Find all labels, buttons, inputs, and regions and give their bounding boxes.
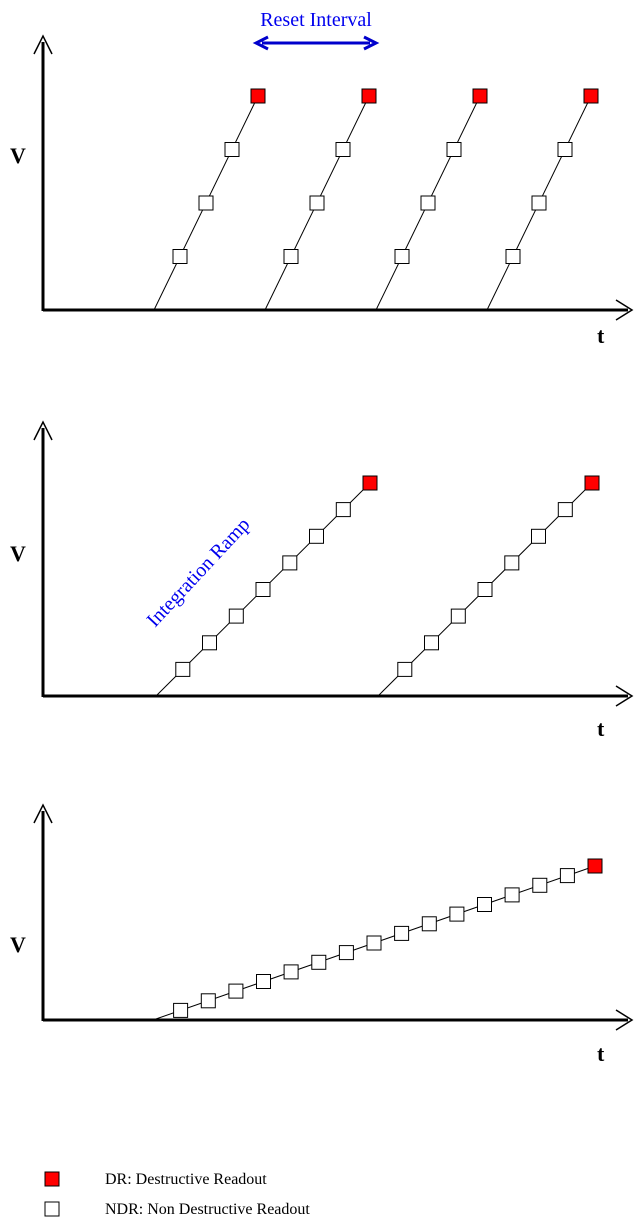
panel2-x-arrowhead [615, 685, 634, 707]
panel3-ramps [152, 858, 603, 1021]
ndr-marker [309, 528, 324, 544]
dr-marker [472, 88, 488, 104]
ndr-marker [283, 249, 299, 264]
panel2-y-arrowhead [33, 420, 53, 441]
legend-dr-swatch [44, 1171, 60, 1187]
dr-marker [587, 858, 603, 874]
dr-marker [361, 88, 377, 104]
ndr-marker [228, 983, 244, 999]
ndr-marker [450, 608, 466, 624]
ndr-marker [532, 877, 548, 893]
ndr-marker [335, 142, 351, 157]
legend-dr-label: DR: Destructive Readout [105, 1171, 267, 1188]
legend-ndr-swatch [44, 1201, 60, 1217]
ndr-marker [202, 635, 217, 651]
ndr-marker [557, 142, 573, 157]
panel1-x-label: t [597, 323, 605, 348]
ndr-marker [338, 945, 354, 961]
ndr-marker [309, 195, 325, 211]
ndr-marker [200, 993, 216, 1009]
ndr-marker [505, 249, 521, 264]
panel3-x-label: t [597, 1041, 605, 1066]
panel1-ramps [153, 88, 599, 311]
dr-marker [250, 88, 266, 104]
ndr-marker [421, 916, 437, 932]
ndr-marker [198, 195, 214, 211]
reset-interval-label: Reset Interval [260, 9, 372, 31]
panel1-x-arrowhead [615, 299, 634, 321]
ndr-marker [256, 974, 271, 989]
ndr-marker [477, 897, 492, 912]
ndr-marker [559, 868, 575, 884]
panel1-y-arrowhead [33, 34, 53, 55]
ndr-marker [446, 142, 462, 157]
panel3-y-arrowhead [33, 803, 53, 824]
panel-frequent-reset: V t Reset Interval [10, 9, 634, 348]
panel2-ramps [155, 475, 600, 697]
dr-marker [584, 475, 600, 491]
ndr-marker [531, 195, 547, 211]
ndr-marker [424, 635, 439, 651]
dr-marker [583, 88, 599, 104]
legend-ndr-label: NDR: Non Destructive Readout [105, 1201, 310, 1218]
ndr-marker [335, 502, 351, 518]
ndr-marker [394, 249, 410, 264]
ndr-marker [255, 582, 271, 597]
panel3-y-label: V [10, 932, 26, 957]
panel3-x-arrowhead [615, 1009, 634, 1031]
ndr-marker [224, 142, 240, 157]
reset-interval-arrow [252, 35, 380, 51]
ndr-marker [394, 925, 410, 941]
ndr-marker [449, 906, 465, 922]
ndr-marker [557, 502, 573, 518]
panel2-x-label: t [597, 716, 605, 741]
panel2-y-label: V [10, 541, 26, 566]
panel-single-ramp: V t [10, 803, 634, 1066]
ndr-marker [175, 661, 191, 677]
ndr-marker [283, 964, 299, 980]
ndr-marker [228, 608, 244, 624]
ndr-marker [420, 195, 436, 211]
ndr-marker [504, 887, 520, 903]
ndr-marker [173, 1002, 189, 1018]
ndr-marker [504, 555, 520, 571]
legend: DR: Destructive Readout NDR: Non Destruc… [44, 1171, 310, 1218]
ndr-marker [282, 555, 298, 571]
dr-marker [362, 475, 378, 491]
panel-medium-reset: V t Integration Ramp [10, 420, 634, 741]
ndr-marker [477, 582, 493, 597]
ndr-marker [311, 954, 327, 970]
ndr-marker [172, 249, 188, 264]
panel1-y-label: V [10, 143, 26, 168]
ndr-marker [366, 935, 382, 951]
ndr-marker [397, 661, 413, 677]
ndr-marker [531, 528, 546, 544]
